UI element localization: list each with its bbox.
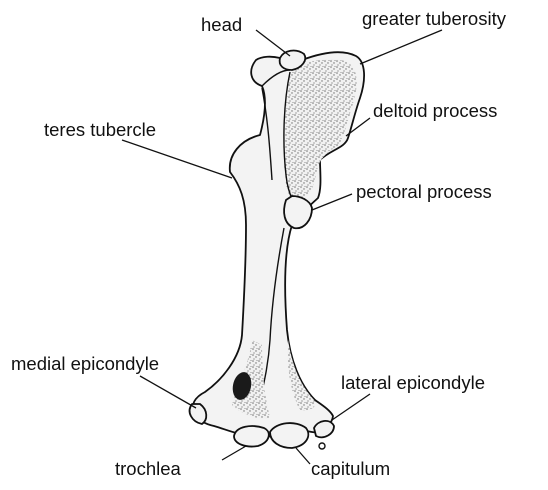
capitulum-shape — [270, 423, 308, 448]
label-head: head — [201, 14, 242, 35]
label-deltoid-process: deltoid process — [373, 100, 497, 121]
leader-teres-tubercle — [122, 140, 232, 178]
humerus-bone — [190, 51, 364, 449]
label-medial-epicondyle: medial epicondyle — [11, 353, 159, 374]
label-capitulum: capitulum — [311, 458, 390, 479]
label-greater-tuberosity: greater tuberosity — [362, 8, 507, 29]
label-pectoral-process: pectoral process — [356, 181, 492, 202]
leader-medial-epicondyle — [140, 376, 196, 408]
trochlea-shape — [234, 426, 269, 446]
label-lateral-epicondyle: lateral epicondyle — [341, 372, 485, 393]
label-teres-tubercle: teres tubercle — [44, 119, 156, 140]
leader-head — [256, 30, 290, 56]
leader-capitulum — [296, 448, 310, 464]
lateral-epicondyle-shape — [314, 421, 334, 437]
leader-trochlea — [222, 446, 246, 460]
small-condyle-dot — [319, 443, 325, 449]
leader-greater-tuberosity — [360, 30, 442, 64]
medial-epicondyle-shape — [190, 404, 207, 424]
label-trochlea: trochlea — [115, 458, 182, 479]
leader-lateral-epicondyle — [332, 394, 370, 420]
pectoral-process-shape — [284, 196, 312, 228]
